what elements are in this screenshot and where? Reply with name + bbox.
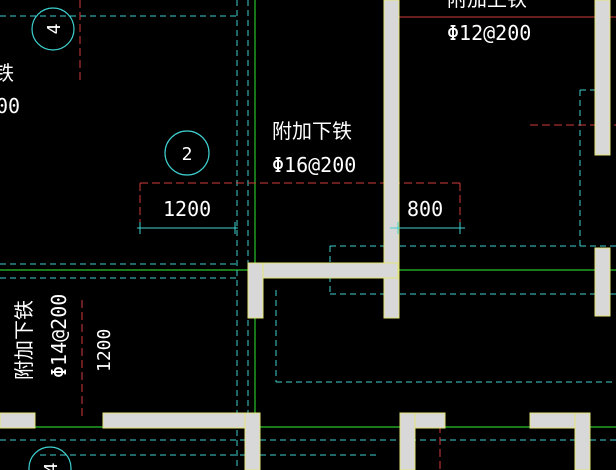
rebar-left-fragment-title: 铁 [0, 61, 14, 85]
wall-vertical-right-top [594, 0, 611, 156]
grid-bubble-2-circle [164, 130, 210, 176]
grid-bubble-2-label: 2 [182, 144, 193, 165]
wall-bottom-left [0, 412, 36, 429]
dimension-right-value: 800 [407, 197, 443, 221]
wall-vertical-center [383, 0, 400, 319]
rebar-left-vertical-length: 1200 [94, 329, 115, 372]
wall-column-right [594, 247, 611, 317]
wall-bottom-right-a-drop [399, 412, 416, 470]
grid-bubble-4-top-circle [31, 7, 75, 51]
grid-bubble-4-bottom-label: 4 [41, 463, 62, 470]
rebar-middle-title: 附加下铁 [272, 119, 352, 143]
wall-bottom-center [102, 412, 261, 429]
wall-vertical-short-left [247, 262, 264, 319]
rebar-left-vertical-spec: Φ14@200 [47, 294, 71, 378]
wall-horizontal-middle [247, 262, 399, 279]
dimension-left-value: 1200 [163, 197, 211, 221]
grid-bubble-4-bottom-circle [28, 446, 72, 470]
rebar-left-vertical-title: 附加下铁 [12, 300, 36, 380]
wall-bottom-center-drop [244, 412, 261, 470]
rebar-top-right-spec: Φ12@200 [447, 21, 531, 45]
rebar-middle-spec: Φ16@200 [272, 153, 356, 177]
rebar-top-right-title: 附加上铁 [447, 0, 527, 11]
rebar-left-fragment-spec: 00 [0, 94, 20, 118]
wall-bottom-right-b-drop [574, 412, 591, 470]
grid-bubble-4-top-label: 4 [44, 24, 65, 35]
